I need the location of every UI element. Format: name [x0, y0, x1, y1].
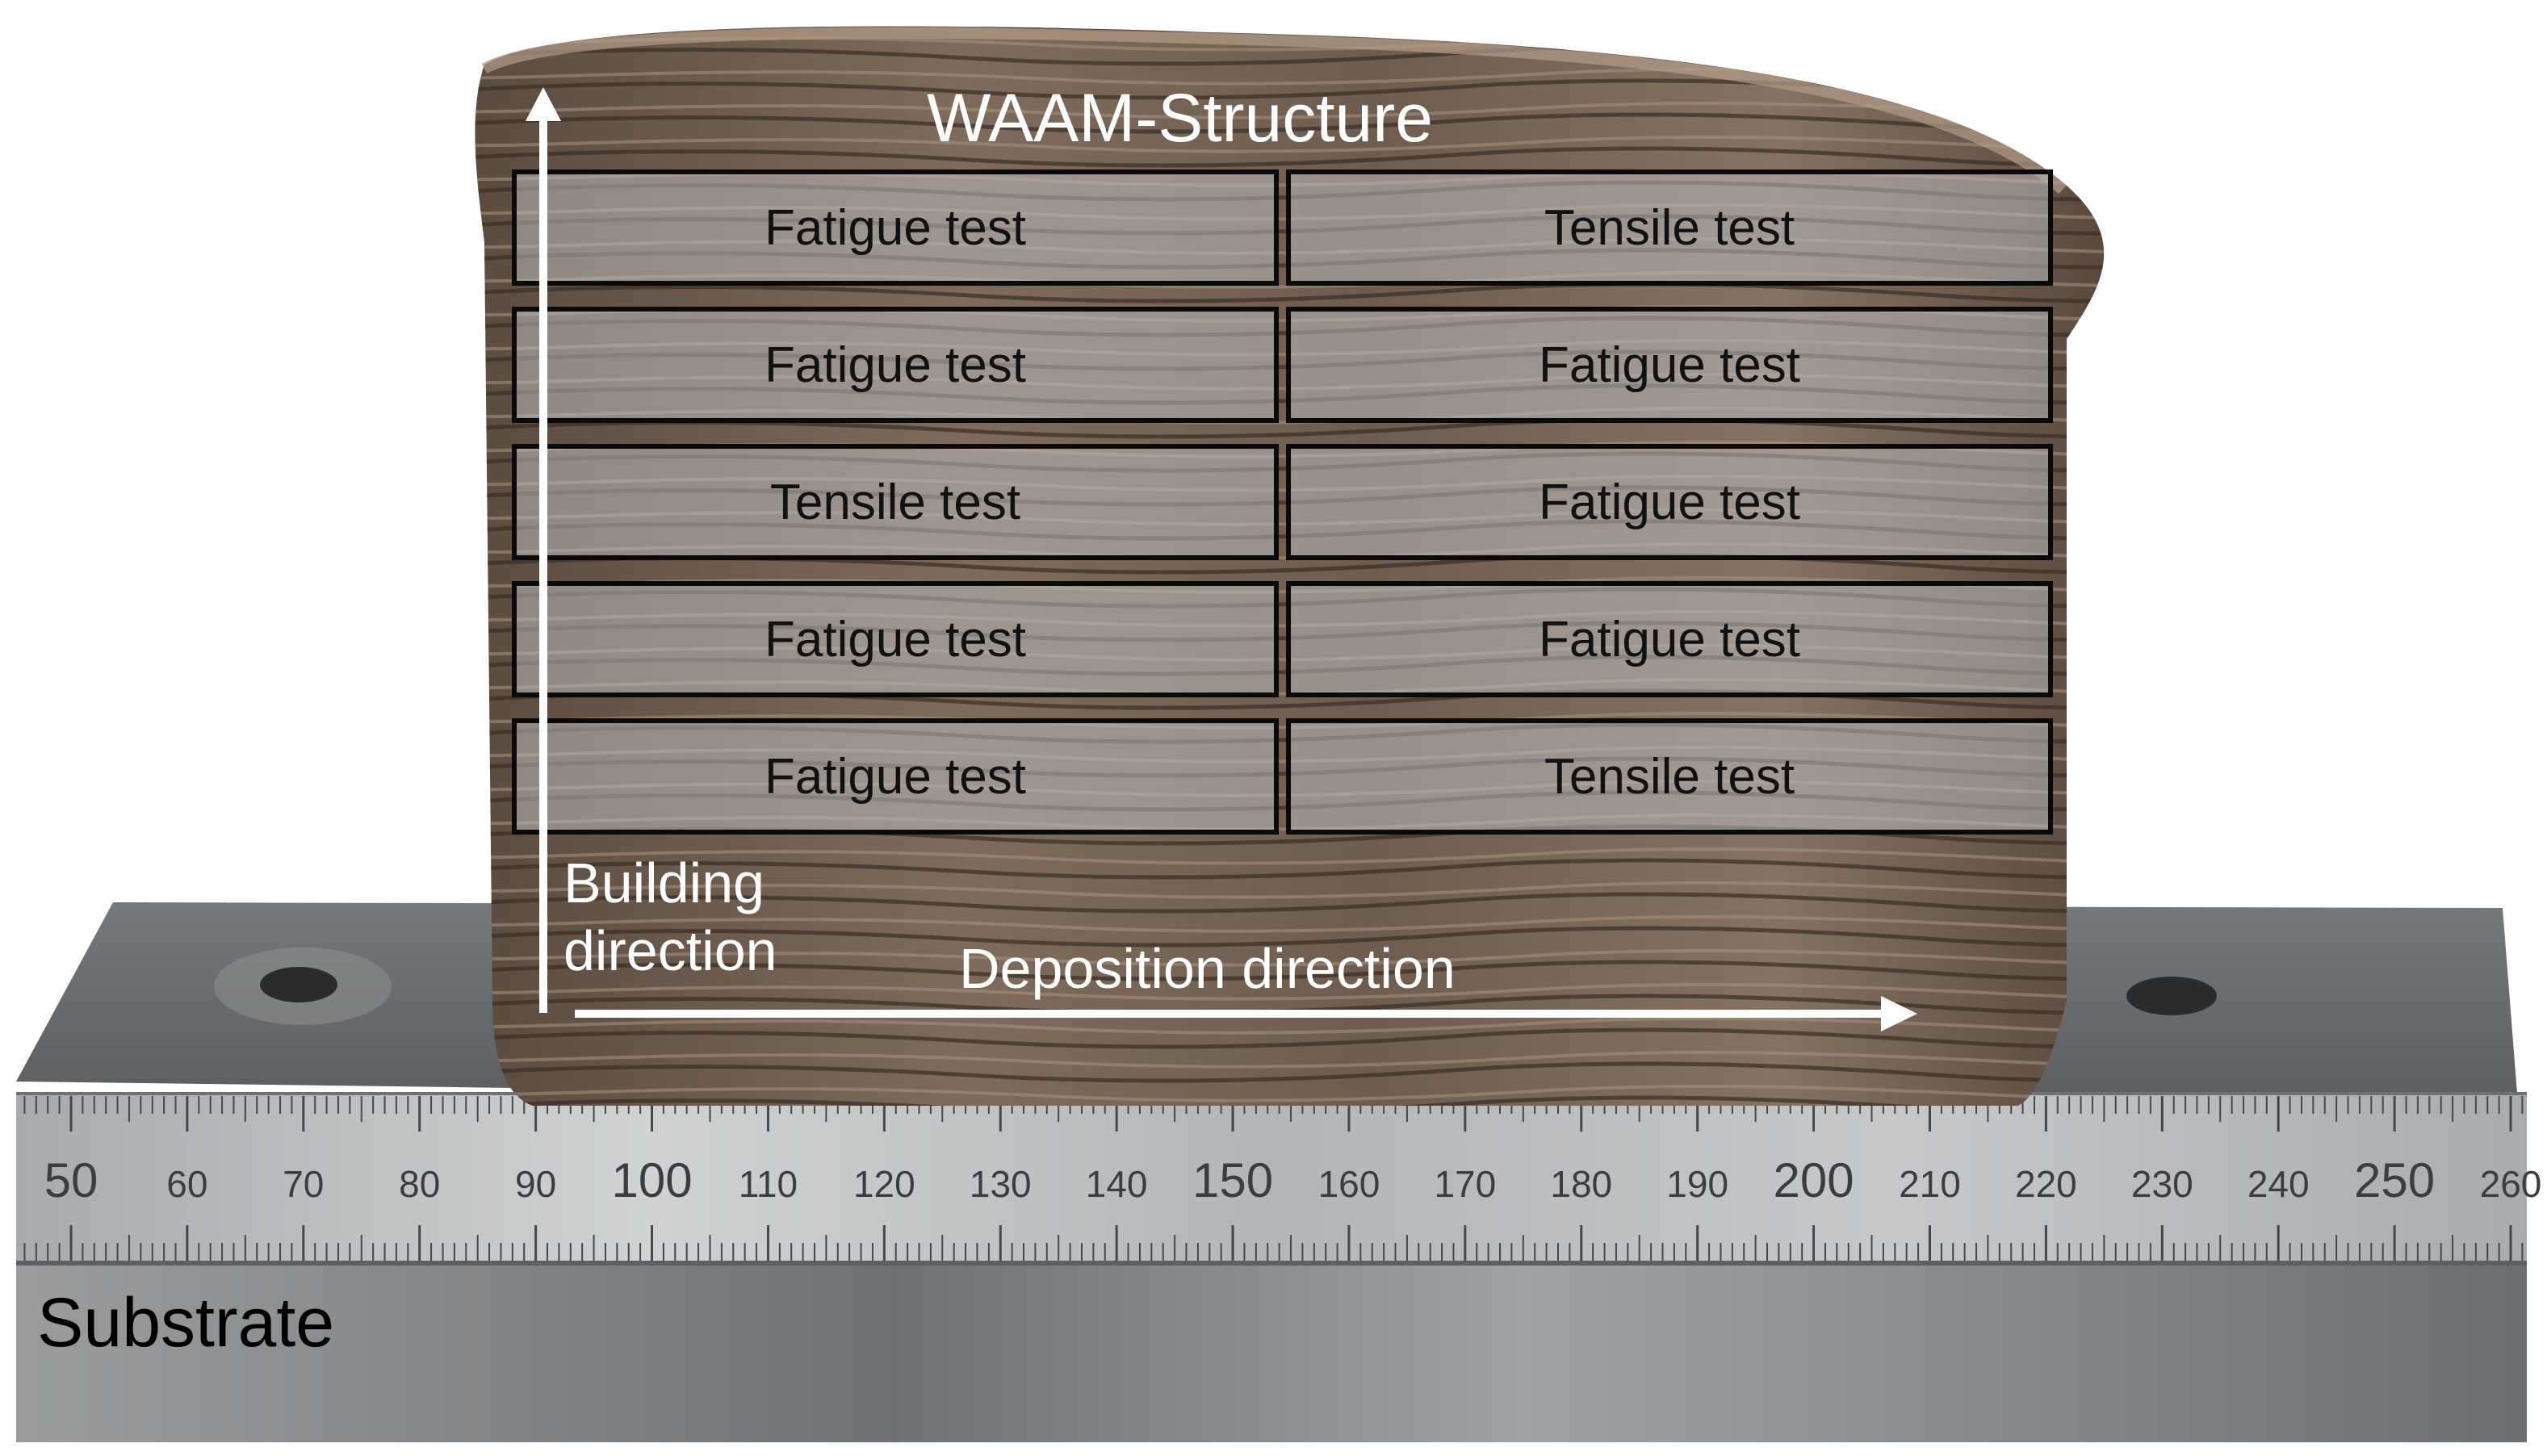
ruler-label-260: 260	[2479, 1163, 2542, 1205]
specimen-box-r3-c1	[512, 444, 1279, 560]
specimen-box-r5-c2	[1286, 718, 2053, 835]
deposition-direction-label: Deposition direction	[959, 937, 1456, 1000]
ruler-label-180: 180	[1550, 1163, 1613, 1205]
ruler-label-170: 170	[1434, 1163, 1497, 1205]
building-arrow-head	[526, 87, 561, 121]
building-direction-line-2: direction	[563, 919, 777, 982]
specimen-box-r1-c2	[1286, 169, 2053, 286]
ruler-label-140: 140	[1085, 1163, 1148, 1205]
specimen-box-r3-c2	[1286, 444, 2053, 560]
ruler-label-250: 250	[2354, 1153, 2436, 1207]
ruler-label-210: 210	[1899, 1163, 1961, 1205]
substrate-hole-right	[2126, 977, 2217, 1015]
specimen-box-r2-c2	[1286, 307, 2053, 423]
ruler-label-130: 130	[969, 1163, 1032, 1205]
top-bead	[481, 27, 2067, 195]
specimen-box-r4-c1	[512, 581, 1279, 697]
building-direction-label: Building direction	[563, 849, 777, 985]
specimen-box-r5-c1	[512, 718, 1279, 835]
specimen-box-r1-c1	[512, 169, 1279, 286]
ruler-label-100: 100	[611, 1153, 693, 1207]
ruler-label-190: 190	[1666, 1163, 1729, 1205]
substrate-label: Substrate	[37, 1284, 335, 1362]
specimen-grid	[512, 169, 2053, 835]
specimen-box-r2-c1	[512, 307, 1279, 423]
ruler-label-80: 80	[399, 1163, 441, 1205]
ruler-label-60: 60	[166, 1163, 208, 1205]
ruler-label-200: 200	[1773, 1153, 1854, 1207]
substrate-hole-left-inner	[260, 967, 337, 1002]
ruler-label-70: 70	[283, 1163, 325, 1205]
ruler-label-160: 160	[1317, 1163, 1380, 1205]
ruler-label-240: 240	[2247, 1163, 2310, 1205]
specimen-box-r4-c2	[1286, 581, 2053, 697]
ruler-label-220: 220	[2015, 1163, 2077, 1205]
ruler-label-90: 90	[515, 1163, 557, 1205]
ruler-label-110: 110	[738, 1163, 798, 1205]
ruler-label-150: 150	[1192, 1153, 1274, 1207]
structure-title: WAAM-Structure	[927, 80, 1433, 156]
ruler-label-230: 230	[2130, 1163, 2193, 1205]
ruler-label-50: 50	[44, 1153, 98, 1207]
ruler-label-120: 120	[852, 1163, 915, 1205]
ruler	[16, 1094, 2527, 1263]
deposition-arrow-head	[1881, 996, 1917, 1031]
building-direction-line-1: Building	[563, 851, 765, 914]
